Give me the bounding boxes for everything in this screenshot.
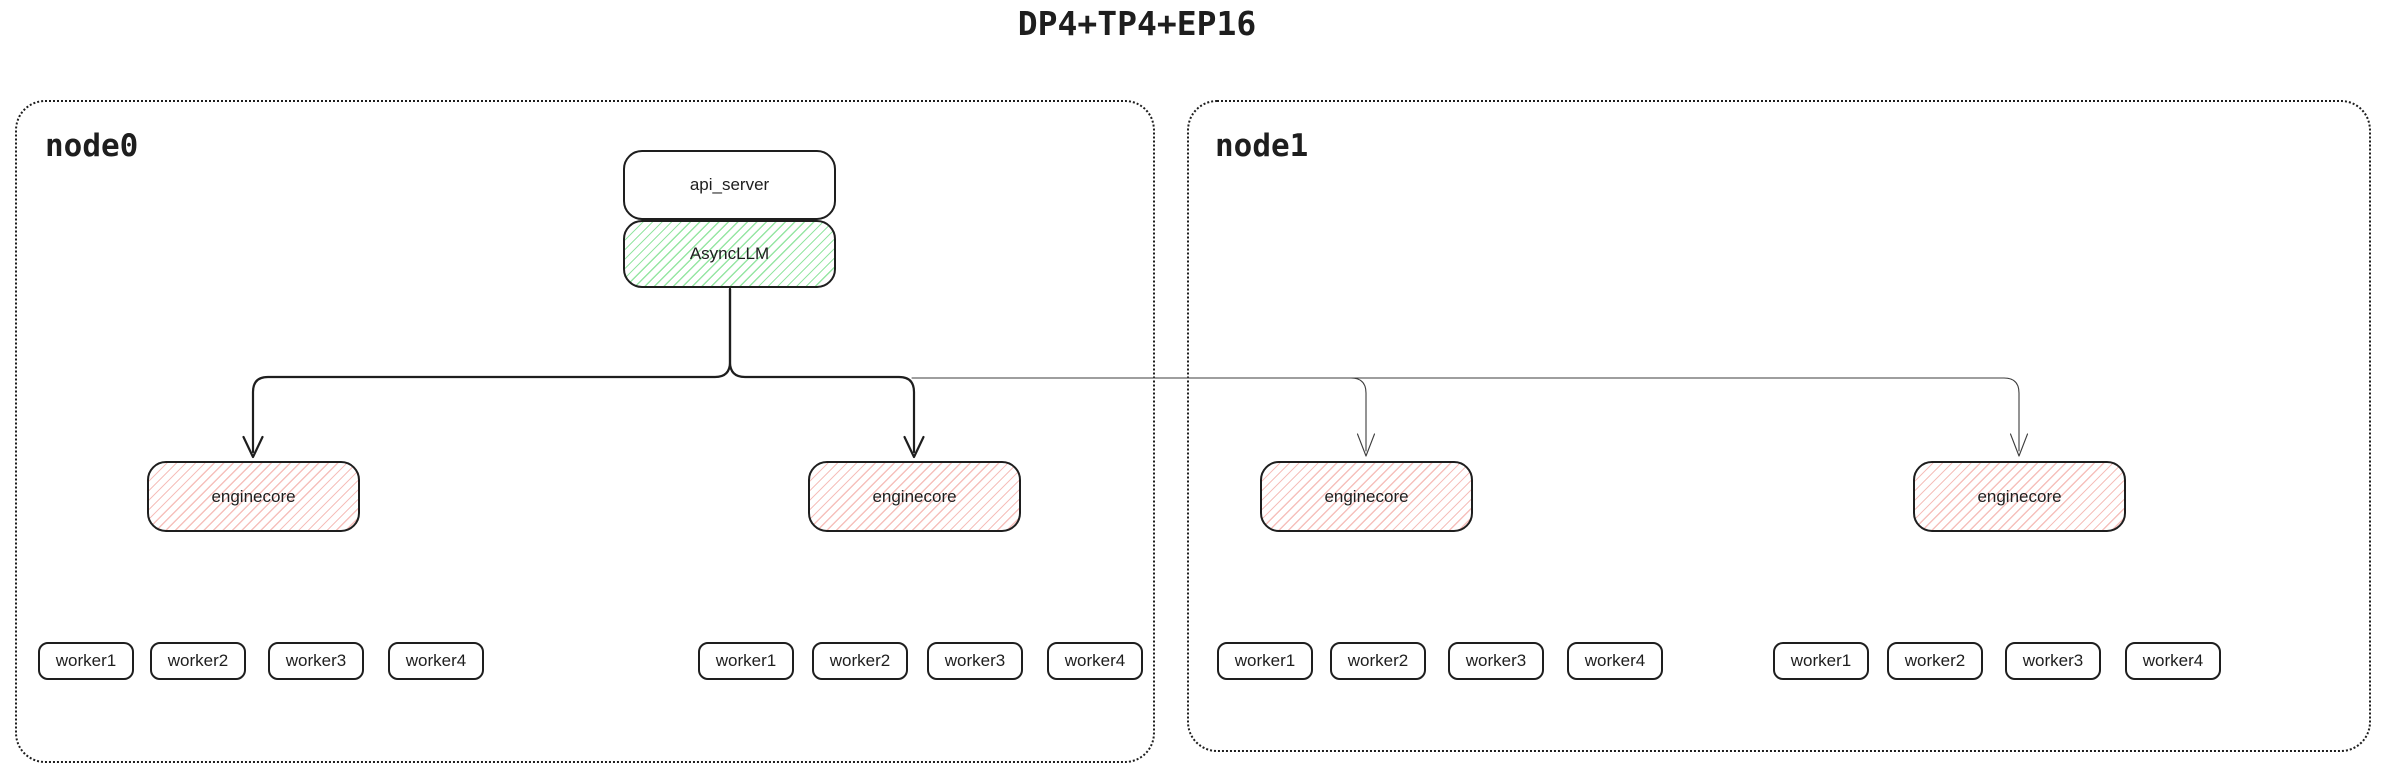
worker-box: worker4: [2125, 642, 2221, 680]
worker-box: worker2: [812, 642, 908, 680]
worker-box: worker2: [1330, 642, 1426, 680]
node0-enginecore2-box: enginecore: [808, 461, 1021, 532]
api-server-box: api_server: [623, 150, 836, 220]
worker-box: worker4: [1567, 642, 1663, 680]
worker-box: worker3: [927, 642, 1023, 680]
worker-label: worker4: [1064, 651, 1126, 670]
worker-box: worker3: [2005, 642, 2101, 680]
diagram-title: DP4+TP4+EP16: [1017, 4, 1257, 43]
worker-box: worker4: [388, 642, 484, 680]
node1-enginecore2-box: enginecore: [1913, 461, 2126, 532]
worker-label: worker2: [1904, 651, 1966, 670]
worker-label: worker2: [167, 651, 229, 670]
worker-label: worker4: [1584, 651, 1646, 670]
enginecore-label: enginecore: [1977, 486, 2062, 506]
worker-label: worker2: [829, 651, 891, 670]
worker-box: worker3: [268, 642, 364, 680]
worker-box: worker1: [1217, 642, 1313, 680]
enginecore-label: enginecore: [1324, 486, 1409, 506]
node0-label: node0: [45, 128, 139, 164]
node1-enginecore1-box: enginecore: [1260, 461, 1473, 532]
node0-enginecore1-box: enginecore: [147, 461, 360, 532]
worker-label: worker2: [1347, 651, 1409, 670]
worker-label: worker3: [1465, 651, 1527, 670]
enginecore-label: enginecore: [872, 486, 957, 506]
worker-label: worker4: [2142, 651, 2204, 670]
asyncllm-label: AsyncLLM: [689, 244, 770, 263]
worker-box: worker3: [1448, 642, 1544, 680]
worker-label: worker3: [2022, 651, 2084, 670]
worker-label: worker4: [405, 651, 467, 670]
worker-box: worker1: [698, 642, 794, 680]
node1-boundary: [1187, 100, 2371, 752]
worker-box: worker1: [1773, 642, 1869, 680]
worker-label: worker1: [1234, 651, 1296, 670]
worker-box: worker4: [1047, 642, 1143, 680]
worker-box: worker2: [1887, 642, 1983, 680]
worker-label: worker1: [55, 651, 117, 670]
worker-label: worker3: [285, 651, 347, 670]
worker-label: worker1: [715, 651, 777, 670]
api-server-label: api_server: [689, 175, 770, 194]
worker-box: worker2: [150, 642, 246, 680]
enginecore-label: enginecore: [211, 486, 296, 506]
node1-label: node1: [1215, 128, 1309, 164]
worker-label: worker3: [944, 651, 1006, 670]
worker-label: worker1: [1790, 651, 1852, 670]
asyncllm-box: AsyncLLM: [623, 220, 836, 288]
node0-boundary: [15, 100, 1155, 763]
worker-box: worker1: [38, 642, 134, 680]
